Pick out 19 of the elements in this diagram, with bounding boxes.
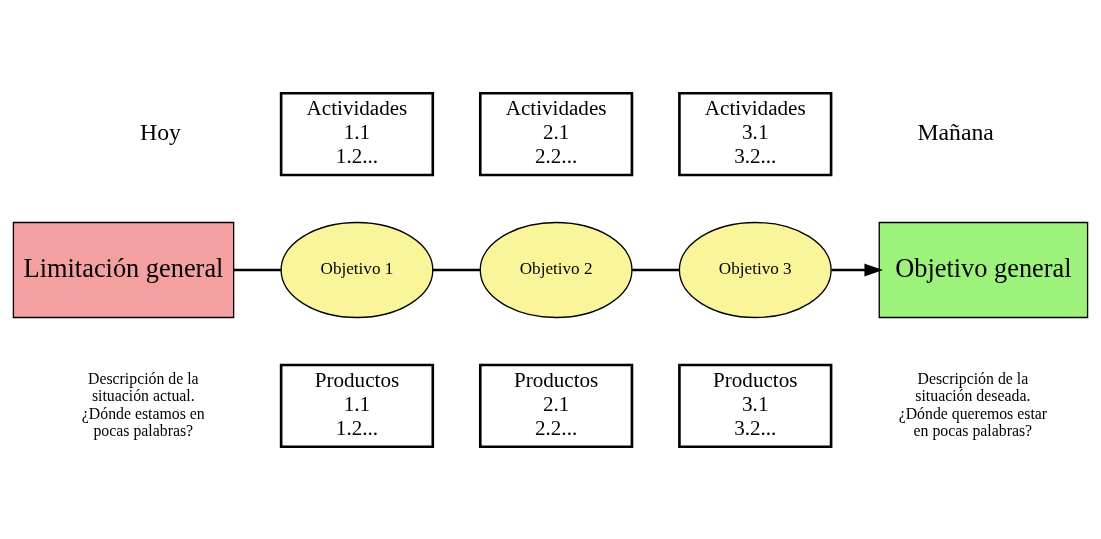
node-ellipse: Objetivo 1 <box>280 221 434 318</box>
connector <box>631 268 680 271</box>
label: Descripción de la situación actual. ¿Dónde estamos en pocas palabras? <box>81 369 205 439</box>
label: Hoy <box>140 118 181 145</box>
label: Descripción de la situación deseada. ¿Dónde queremos estar en pocas palabras? <box>898 369 1048 439</box>
node-box: Objetivo general <box>878 221 1089 318</box>
node-ellipse: Objetivo 3 <box>678 221 832 318</box>
node-ellipse: Objetivo 2 <box>479 221 633 318</box>
arrow <box>831 263 883 276</box>
connector <box>432 268 480 271</box>
node-box: Productos 2.1 2.2... <box>478 363 634 448</box>
node-box: Productos 3.1 3.2... <box>678 363 833 448</box>
node-box: Actividades 3.1 3.2... <box>678 91 833 176</box>
node-box: Productos 1.1 1.2... <box>279 363 435 448</box>
node-box: Actividades 1.1 1.2... <box>279 91 435 176</box>
label: Mañana <box>917 118 994 145</box>
node-box: Limitación general <box>12 221 235 318</box>
node-box: Actividades 2.1 2.2... <box>478 91 634 176</box>
connector <box>233 268 281 271</box>
